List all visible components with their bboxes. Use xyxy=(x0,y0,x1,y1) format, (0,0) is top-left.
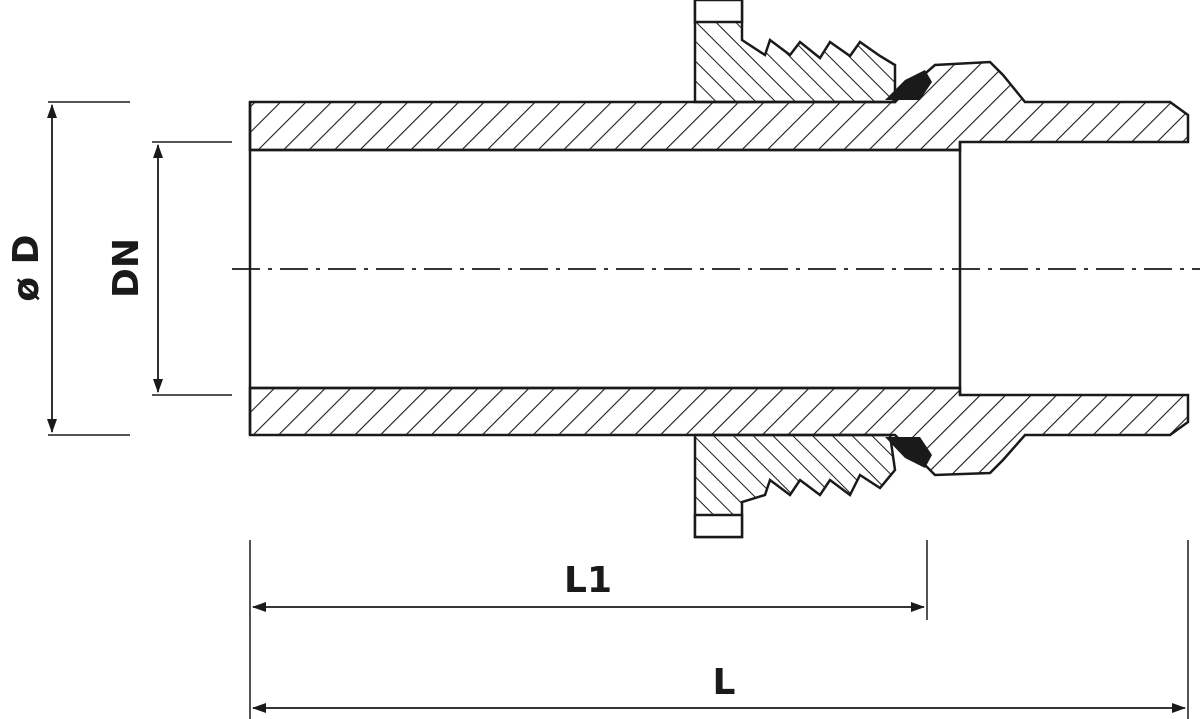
partial-length-label: L1 xyxy=(564,560,612,601)
nominal-diameter-label: DN xyxy=(106,238,147,298)
flange-nut-top xyxy=(693,0,897,104)
flange-nut-bottom xyxy=(693,433,897,539)
seal-ring-bottom xyxy=(885,437,932,468)
total-length-label: L xyxy=(713,662,736,703)
seal-ring-top xyxy=(885,70,932,100)
outer-diameter-label: ø D xyxy=(6,234,47,301)
